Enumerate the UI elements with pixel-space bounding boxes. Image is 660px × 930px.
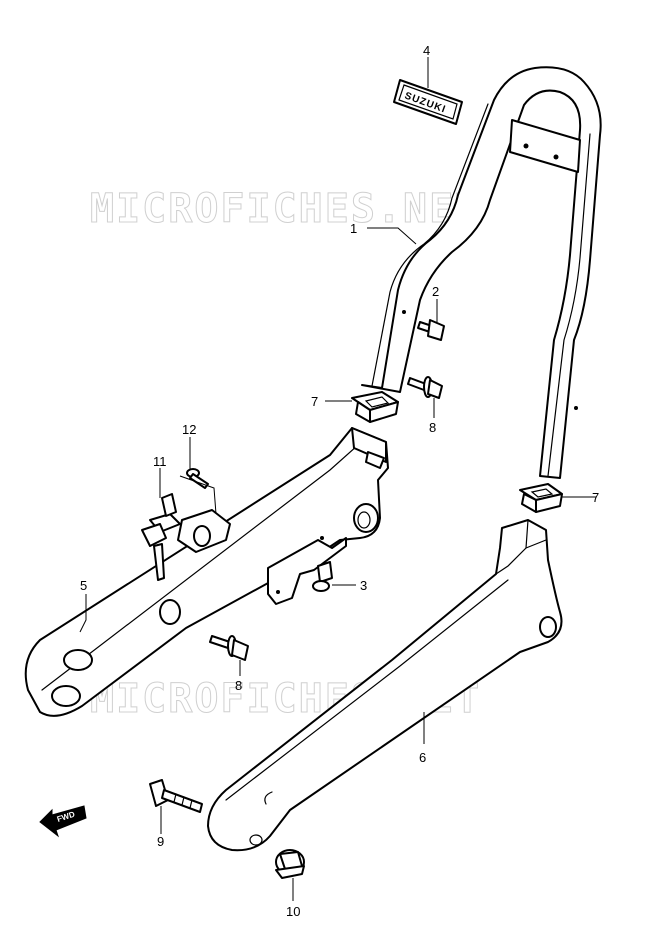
watermark-top: MICROFICHES.NET [90, 186, 481, 232]
nut-10 [275, 849, 305, 879]
helmet-lock-11 [141, 493, 231, 581]
callout-10: 10 [286, 904, 300, 919]
callout-3: 3 [360, 578, 367, 593]
backrest-frame [361, 66, 602, 479]
callout-4: 4 [423, 43, 430, 58]
leader-lines [79, 57, 596, 901]
callout-5: 5 [80, 578, 87, 593]
callout-1: 1 [350, 221, 357, 236]
bolt-9 [149, 779, 203, 813]
screw-3 [312, 561, 333, 592]
callout-7-upper: 7 [311, 394, 318, 409]
bolt-8-lower [209, 635, 249, 661]
callout-9: 9 [157, 834, 164, 849]
cushion-7-lower [519, 483, 563, 513]
grab-rail-right [207, 519, 563, 852]
callout-12: 12 [182, 422, 196, 437]
callouts: 1 2 3 4 5 6 7 7 8 8 9 10 11 12 [80, 43, 599, 919]
callout-8-lower: 8 [235, 678, 242, 693]
grab-rail-left [24, 427, 389, 717]
callout-8-upper: 8 [429, 420, 436, 435]
callout-6: 6 [419, 750, 426, 765]
bolt-8-upper [407, 376, 443, 399]
forward-arrow-icon: FWD [39, 805, 87, 838]
cushion-7-upper [351, 391, 399, 423]
callout-7-lower: 7 [592, 490, 599, 505]
bolt-2 [417, 319, 445, 341]
callout-2: 2 [432, 284, 439, 299]
callout-11: 11 [153, 454, 167, 469]
emblem: SUZUKI [393, 79, 463, 125]
